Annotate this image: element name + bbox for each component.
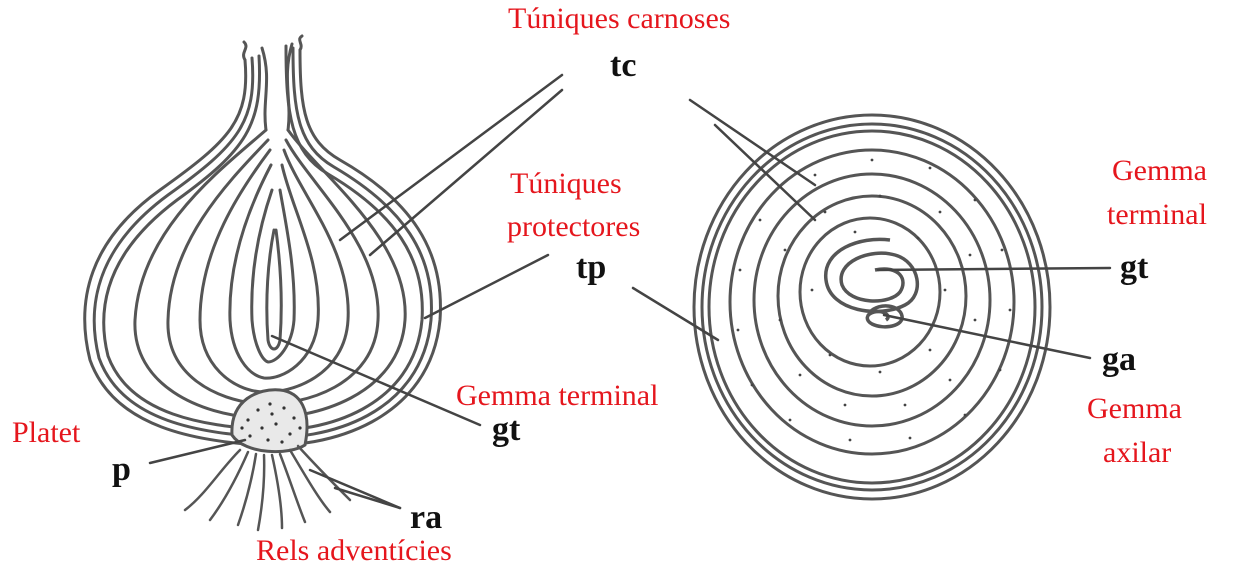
neck-strand-1 xyxy=(242,40,248,62)
pointer-tc-right-2 xyxy=(713,123,817,222)
pointer-tc-left-1 xyxy=(338,73,564,242)
pointer-tc-left-2 xyxy=(368,88,564,257)
label-platet: Platet xyxy=(12,416,81,449)
abbr-ra: ra xyxy=(410,499,442,536)
ring-outer-1 xyxy=(692,113,1052,501)
onion-cross-section-icon xyxy=(692,113,1052,501)
ring-6 xyxy=(776,194,968,398)
basal-plate-dots xyxy=(240,402,302,444)
abbr-tc: tc xyxy=(610,47,636,84)
pointer-lines xyxy=(148,73,1112,510)
neck-strand-2 xyxy=(260,46,269,132)
fleshy-tunic-4 xyxy=(228,163,320,380)
ring-7 xyxy=(798,216,942,368)
ring-4 xyxy=(728,148,1016,456)
pointer-ra-2 xyxy=(333,486,402,510)
label-gemma-axilar-line2: axilar xyxy=(1103,436,1171,469)
ring-dots xyxy=(736,158,1012,442)
neck-strand-3 xyxy=(285,42,294,132)
adventitious-roots xyxy=(183,444,352,532)
label-gemma-axilar-line1: Gemma xyxy=(1087,392,1182,425)
label-tuniques-carnoses: Túniques carnoses xyxy=(508,2,730,35)
ring-5 xyxy=(752,172,992,428)
fleshy-tunic-2 xyxy=(166,138,380,406)
abbr-tp: tp xyxy=(576,249,606,286)
ring-outer-3 xyxy=(707,129,1037,485)
label-gemma-terminal-left: Gemma terminal xyxy=(456,379,658,412)
neck-strand-4 xyxy=(298,34,304,52)
terminal-bud-core xyxy=(265,228,283,351)
pointer-ga xyxy=(882,313,1092,360)
label-tuniques-protectores-line2: protectores xyxy=(507,210,640,243)
terminal-bud-spiral xyxy=(824,237,920,314)
label-gemma-terminal-right-line1: Gemma xyxy=(1112,154,1207,187)
fleshy-tunic-3 xyxy=(198,148,350,394)
abbr-gt-left: gt xyxy=(492,411,521,448)
abbr-ga: ga xyxy=(1102,341,1136,378)
pointer-tp-right xyxy=(631,286,720,342)
pointer-ra-1 xyxy=(308,468,402,510)
pointer-tp-left xyxy=(423,253,550,320)
label-gemma-terminal-right-line2: terminal xyxy=(1107,198,1207,231)
pointer-gt-left xyxy=(270,334,482,427)
abbr-gt-right: gt xyxy=(1120,249,1149,286)
pointer-tc-right-1 xyxy=(688,98,817,187)
abbr-p: p xyxy=(112,451,131,488)
pointer-p xyxy=(148,438,247,465)
axillary-bud xyxy=(865,304,904,329)
basal-plate xyxy=(230,388,309,454)
label-tuniques-protectores-line1: Túniques xyxy=(510,167,622,200)
label-rels-adventicies: Rels adventícies xyxy=(256,534,452,567)
fleshy-tunic-5 xyxy=(250,188,296,364)
pointer-gt-right xyxy=(876,266,1112,272)
ring-outer-2 xyxy=(700,122,1044,492)
